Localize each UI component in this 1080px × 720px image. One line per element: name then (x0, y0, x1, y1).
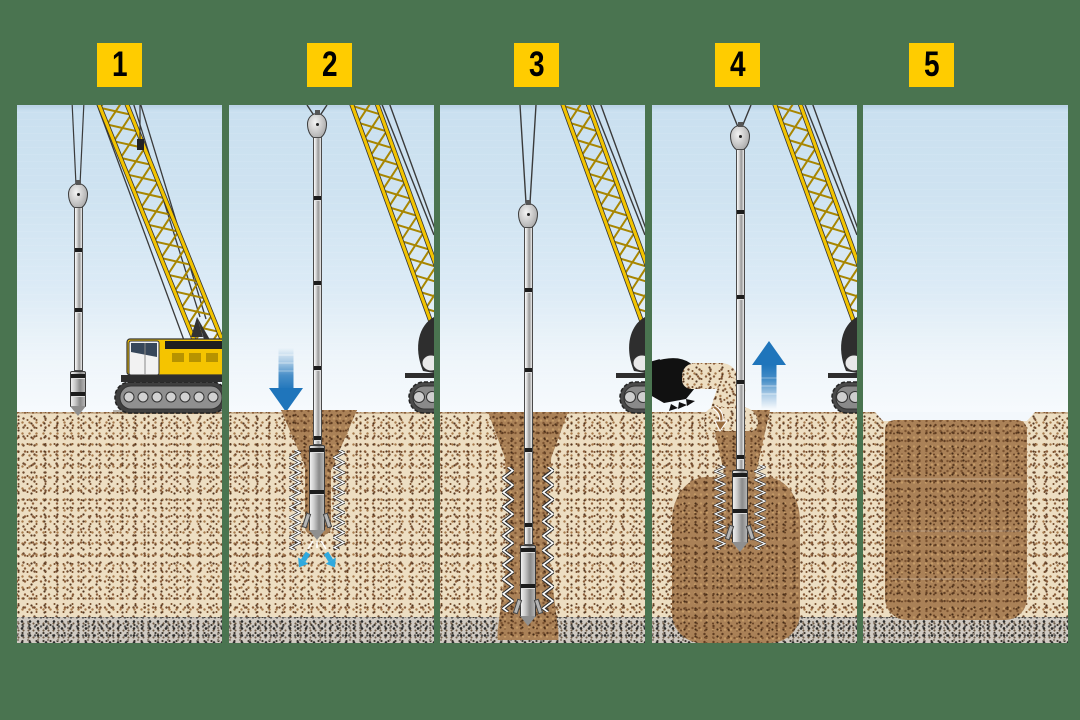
step-badge-2: 2 (307, 43, 352, 87)
step-number: 3 (528, 45, 545, 84)
vibrator-section (309, 445, 325, 531)
water-jets (298, 541, 336, 568)
probe-tube (735, 149, 745, 470)
lattice-boom (752, 105, 857, 366)
step-badge-4: 4 (715, 43, 760, 87)
step-panel-3: 3 (440, 43, 645, 643)
hoist-cables (71, 105, 85, 186)
carbody (616, 373, 645, 378)
probe-tube (523, 227, 533, 545)
crawler-crane-partial (752, 105, 857, 414)
crawler-track (619, 381, 645, 414)
step-panel-5: 5 (863, 43, 1068, 643)
crawler-track (831, 381, 857, 414)
pendant-cables (381, 105, 434, 236)
step-number: 4 (729, 45, 746, 84)
compacted-column (885, 420, 1027, 620)
pendant-cables (804, 105, 857, 236)
probe-tube (312, 137, 322, 445)
step-number: 2 (321, 45, 338, 84)
counterweight (844, 354, 857, 372)
scene-1 (17, 105, 222, 643)
vibrator-section (732, 470, 748, 543)
scene-2 (229, 105, 434, 643)
aux-hook (137, 105, 144, 150)
operator-cab (128, 340, 160, 376)
vibration-lines-left (289, 450, 301, 550)
backfill-flow-arrow-icon (712, 405, 728, 432)
carbody (405, 373, 434, 378)
vibrator-section (520, 545, 536, 617)
pendant-cables (592, 105, 645, 236)
hoist-cables (519, 105, 537, 203)
counterweight (632, 354, 645, 372)
crawler-track (408, 381, 434, 414)
pendant-cables (96, 105, 207, 344)
bearing-layer (229, 617, 434, 643)
down-arrow-icon (269, 348, 303, 412)
vibration-lines-left (502, 467, 514, 612)
lattice-boom (79, 105, 222, 364)
probe-tip (520, 616, 536, 626)
lattice-boom (540, 105, 645, 366)
probe-tube (73, 207, 83, 371)
crawler-track (114, 381, 222, 414)
step-number: 5 (923, 45, 940, 84)
column-seam (890, 578, 1022, 580)
probe-tip (70, 406, 86, 416)
carbody (121, 375, 222, 382)
step-panel-4: 4 (652, 43, 857, 643)
bearing-layer (17, 617, 222, 643)
vibration-lines-right (333, 450, 345, 550)
step-number: 1 (111, 45, 128, 84)
sky (229, 105, 434, 412)
crawler-crane-partial (540, 105, 645, 414)
lattice-boom (329, 105, 434, 366)
surface-depression (875, 412, 1035, 421)
probe-head-pulley (730, 122, 750, 151)
step-badge-3: 3 (514, 43, 559, 87)
sky (863, 105, 1068, 412)
vibration-lines-right (754, 465, 766, 550)
probe-tip (732, 542, 748, 552)
step-badge-5: 5 (909, 43, 954, 87)
counterweight (421, 354, 434, 372)
hoist-cables (728, 105, 752, 127)
probe-head-pulley (518, 200, 538, 229)
step-badge-1: 1 (97, 43, 142, 87)
step-panel-2: 2 (229, 43, 434, 643)
scene-5 (863, 105, 1068, 643)
crawler-crane-partial (329, 105, 434, 414)
sky (440, 105, 645, 412)
vibrator-section (70, 371, 86, 407)
crawler-crane (71, 105, 222, 414)
carbody (828, 373, 857, 378)
step-panel-1: 1 (17, 43, 222, 643)
scene-4 (652, 105, 857, 643)
backfill-splash (704, 407, 758, 431)
column-seam (890, 478, 1022, 480)
up-arrow-icon (752, 341, 786, 409)
probe-tip (309, 530, 325, 540)
column-seam (890, 530, 1022, 532)
bearing-layer (863, 617, 1068, 643)
vibration-lines-right (542, 467, 554, 612)
vibration-lines-left (714, 465, 726, 550)
sand-layer (17, 412, 222, 617)
scene-3 (440, 105, 645, 643)
